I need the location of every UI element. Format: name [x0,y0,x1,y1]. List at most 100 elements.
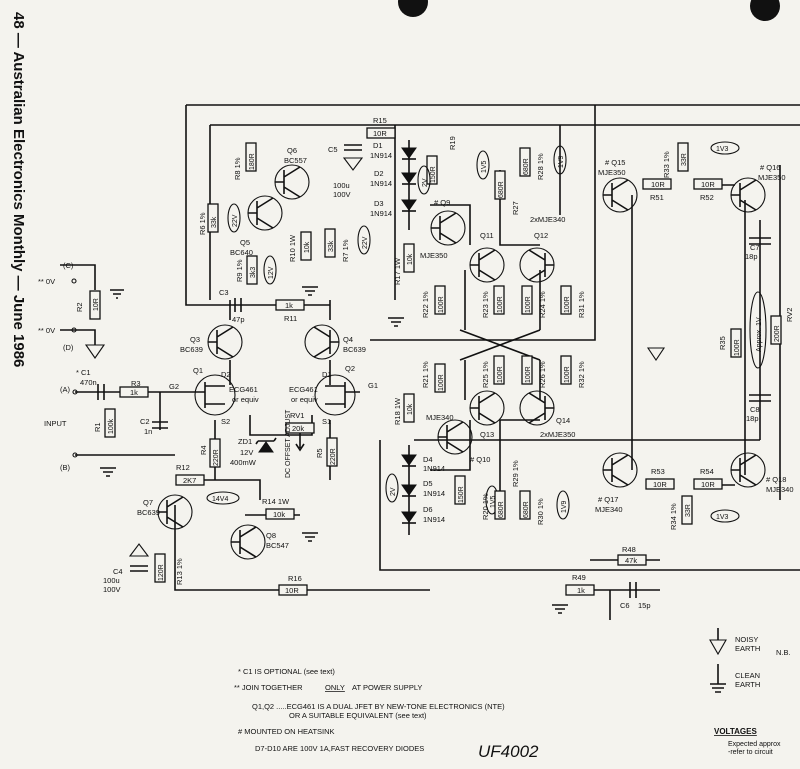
svg-text:RV2: RV2 [785,308,794,322]
r54: R54 10R [693,467,723,490]
svg-text:ONLY: ONLY [325,683,345,692]
svg-text:10R: 10R [93,298,100,311]
r16: R16 10R [278,574,308,596]
svg-text:R24 1%: R24 1% [538,291,547,318]
svg-text:10k: 10k [407,253,414,265]
svg-text:C7: C7 [750,243,760,252]
svg-text:# Q17: # Q17 [598,495,618,504]
svg-text:or equiv: or equiv [232,395,259,404]
svg-text:R7 1%: R7 1% [341,239,350,262]
svg-text:# Q10: # Q10 [470,455,490,464]
q14: Q14 [519,390,570,426]
svg-text:100R: 100R [564,296,571,313]
svg-text:1V3: 1V3 [716,146,729,153]
svg-text:R31 1%: R31 1% [577,291,586,318]
svg-text:** JOIN TOGETHER: ** JOIN TOGETHER [234,683,303,692]
r52: 10R R52 [693,178,723,202]
svg-text:1N914: 1N914 [370,151,392,160]
v2v-bot: 2V [385,473,399,503]
svg-text:10k: 10k [273,510,285,519]
d3: D3 1N914 [370,199,417,218]
r28: R28 1% 680R [519,147,545,180]
q4: Q4 BC639 [304,324,366,360]
svg-text:DC OFFSET ADJUST: DC OFFSET ADJUST [285,409,292,478]
svg-text:47k: 47k [625,556,637,565]
svg-text:ECG461: ECG461 [289,385,318,394]
svg-text:R15: R15 [373,116,387,125]
svg-text:C2: C2 [140,417,150,426]
svg-text:100R: 100R [438,296,445,313]
svg-text:BC639: BC639 [343,345,366,354]
v1v9-bot: 1V9 [556,490,570,520]
svg-text:D3: D3 [374,199,384,208]
svg-text:20k: 20k [292,424,304,433]
svg-text:G2: G2 [169,382,179,391]
q8: Q8 BC547 [230,524,289,560]
svg-text:D2: D2 [374,169,384,178]
svg-text:(B): (B) [60,463,71,472]
svg-text:EARTH: EARTH [735,644,760,653]
svg-text:14V4: 14V4 [212,496,228,503]
svg-text:D4: D4 [423,455,433,464]
svg-text:Q2: Q2 [345,364,355,373]
r12: R12 2K7 [175,463,205,486]
r19: R19 150R [426,136,457,185]
r15: R15 10R [366,116,396,139]
svg-text:10R: 10R [701,480,715,489]
svg-text:400mW: 400mW [230,458,257,467]
svg-text:BC557: BC557 [284,156,307,165]
svg-text:MJE340: MJE340 [766,485,794,494]
svg-text:Q14: Q14 [556,416,570,425]
svg-text:INPUT: INPUT [44,419,67,428]
svg-text:R13 1%: R13 1% [175,558,184,585]
svg-text:R1: R1 [93,422,102,432]
svg-text:C3: C3 [219,288,229,297]
svg-text:2xMJE340: 2xMJE340 [530,215,565,224]
svg-text:R22 1%: R22 1% [421,291,430,318]
svg-text:1N914: 1N914 [423,464,445,473]
v14v4: 14V4 [206,491,240,505]
voltages-note: VOLTAGES Expected approx -refer to circu… [714,727,781,756]
q6: Q6 BC557 [274,146,310,200]
svg-text:1n: 1n [144,427,152,436]
svg-text:# Q16: # Q16 [760,163,780,172]
svg-text:BC639: BC639 [137,508,160,517]
svg-text:Q13: Q13 [480,430,494,439]
svg-text:OR A SUITABLE EQUIVALENT (see: OR A SUITABLE EQUIVALENT (see text) [289,711,427,720]
svg-text:D1: D1 [373,141,383,150]
svg-text:Q1: Q1 [193,366,203,375]
svg-text:R9 1%: R9 1% [235,259,244,282]
svg-text:R18 1W: R18 1W [393,397,402,425]
d5: D5 1N914 [401,479,445,498]
svg-text:R5: R5 [315,448,324,458]
r30: R30 1% 680R [519,490,545,525]
svg-text:3k3: 3k3 [250,267,257,278]
svg-text:100R: 100R [525,366,532,383]
svg-text:D7-D10 ARE 100V 1A,FAST RECOVE: D7-D10 ARE 100V 1A,FAST RECOVERY DIODES [255,744,424,753]
svg-text:** 0V: ** 0V [38,326,55,335]
svg-text:MJE340: MJE340 [426,413,454,422]
svg-text:D6: D6 [423,505,433,514]
r18: R18 1W 10k [393,393,415,425]
r22: R22 1% 100R [421,285,446,318]
svg-text:R16: R16 [288,574,302,583]
svg-text:R34 1%: R34 1% [669,503,678,530]
c6: C6 15p [620,582,651,610]
svg-text:12V: 12V [268,266,275,279]
svg-text:100R: 100R [438,374,445,391]
svg-text:100R: 100R [525,296,532,313]
svg-text:100R: 100R [564,366,571,383]
svg-text:33k: 33k [211,216,218,228]
svg-text:R2: R2 [75,302,84,312]
svg-text:AT POWER SUPPLY: AT POWER SUPPLY [352,683,422,692]
svg-text:2V: 2V [390,487,397,496]
svg-text:15p: 15p [638,601,651,610]
svg-text:Approx. 1V: Approx. 1V [756,317,763,352]
q12 [519,247,555,283]
v12v: 12V [263,255,277,285]
svg-text:10k: 10k [407,403,414,415]
r1: R1 100k [93,408,116,438]
svg-text:(C): (C) [63,261,74,270]
svg-text:VOLTAGES: VOLTAGES [714,727,757,736]
c5: C5 100u 100V [328,144,364,199]
